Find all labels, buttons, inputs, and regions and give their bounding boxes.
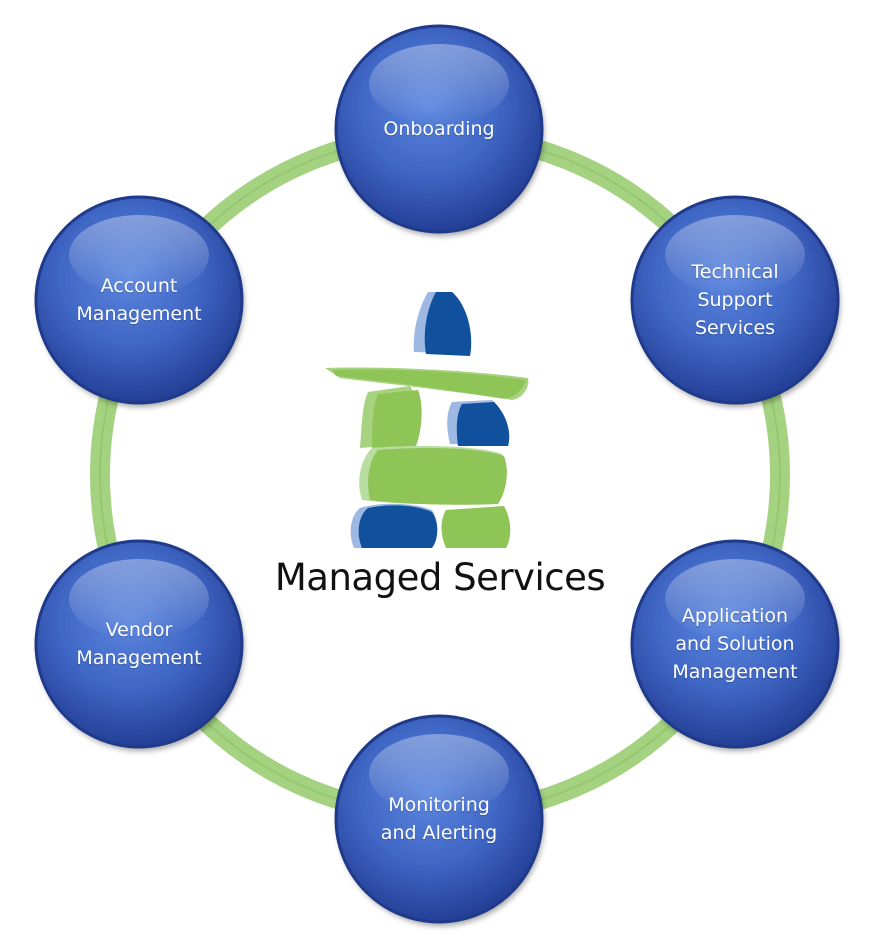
node-bubble: [630, 539, 840, 749]
node-label: Application and Solution Management: [672, 605, 798, 683]
node-bubble: [334, 714, 544, 924]
node-application-solution[interactable]: Application and Solution Management: [628, 537, 842, 751]
node-vendor-management[interactable]: Vendor Management: [32, 537, 246, 751]
node-bubble: [34, 539, 244, 749]
node-onboarding[interactable]: Onboarding: [332, 22, 546, 236]
node-bubble: [34, 195, 244, 405]
node-label: Onboarding: [383, 118, 495, 140]
node-label: Account Management: [76, 275, 202, 325]
node-label: Vendor Management: [76, 619, 202, 669]
node-bubble: [630, 195, 840, 405]
inukshuk-icon: [325, 292, 529, 548]
node-label: Monitoring and Alerting: [380, 794, 498, 844]
node-technical-support[interactable]: Technical Support Services: [628, 193, 842, 407]
node-label: Technical Support Services: [691, 261, 779, 339]
node-account-management[interactable]: Account Management: [32, 193, 246, 407]
node-bubble: [334, 24, 544, 234]
center-title: Managed Services: [274, 556, 606, 599]
node-monitoring-alerting[interactable]: Monitoring and Alerting: [332, 712, 546, 926]
